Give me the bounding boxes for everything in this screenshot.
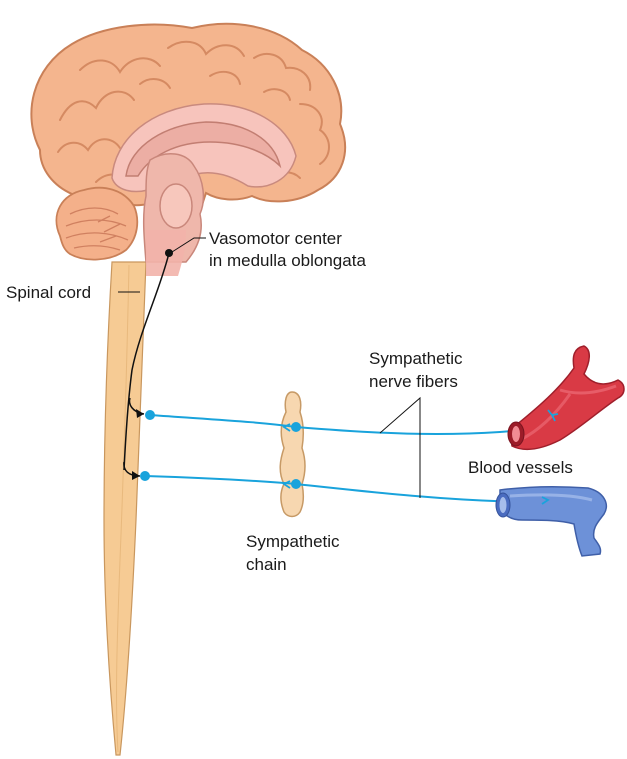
preganglionic-dot-lower (140, 471, 150, 481)
spinal-cord (104, 262, 146, 755)
lower-fiber (145, 476, 548, 502)
vein-illustration-icon (496, 487, 606, 556)
sympathetic-chain (280, 392, 305, 517)
preganglionic-dot-upper (145, 410, 155, 420)
spinal-cord-label: Spinal cord (6, 283, 91, 302)
sympathetic-fibers (140, 410, 552, 502)
sympathetic-nerve-label-line2: nerve fibers (369, 372, 458, 391)
sympathetic-chain-label-line1: Sympathetic (246, 532, 340, 551)
sympathetic-nerve-label-line1: Sympathetic (369, 349, 463, 368)
sympathetic-chain-label-line2: chain (246, 555, 287, 574)
ganglion-dot-lower (291, 479, 301, 489)
nerve-fibers-leader (380, 398, 420, 498)
vasomotor-label-line1: Vasomotor center (209, 229, 342, 248)
pons (160, 184, 192, 228)
leader-lines (118, 238, 420, 498)
vasomotor-label-line2: in medulla oblongata (209, 251, 366, 270)
blood-vessels-label: Blood vessels (468, 458, 573, 477)
upper-fiber (150, 415, 552, 434)
ganglion-dot-upper (291, 422, 301, 432)
artery-illustration-icon (508, 346, 624, 449)
cerebellum (56, 188, 137, 260)
